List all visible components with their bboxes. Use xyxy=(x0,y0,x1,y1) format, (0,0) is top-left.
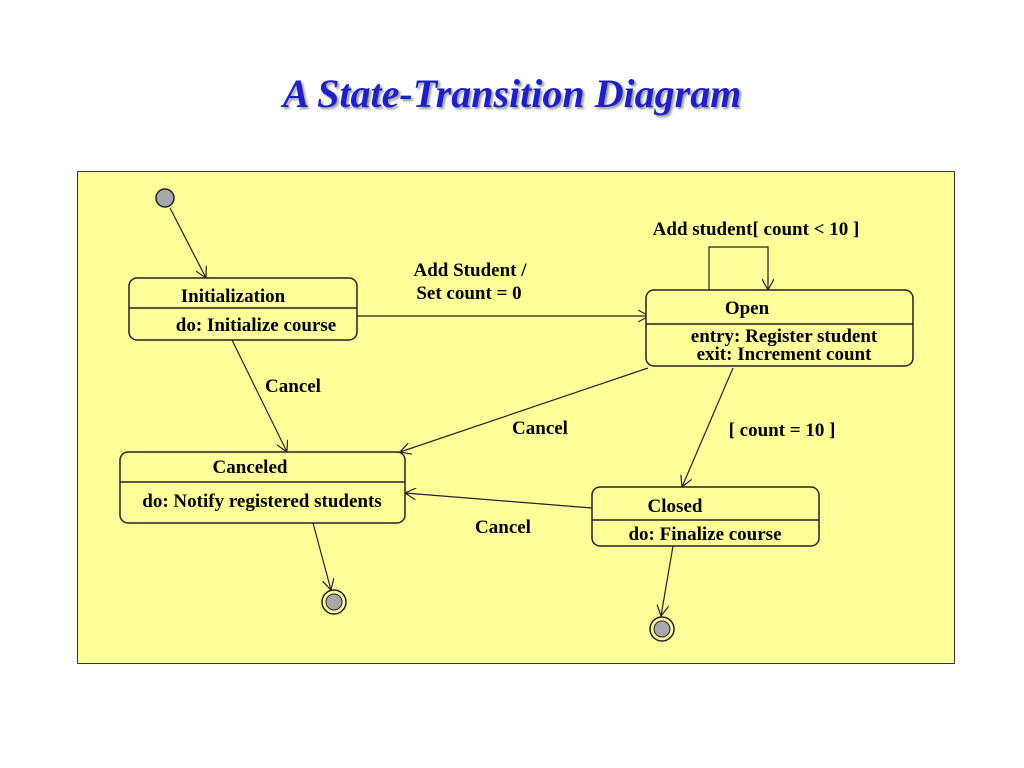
page-title: A State-Transition Diagram xyxy=(282,71,742,116)
label-self-loop: Add student[ count < 10 ] xyxy=(653,219,860,240)
state-canceled-activity: do: Notify registered students xyxy=(142,491,381,512)
edge-closed-to-canceled xyxy=(405,493,593,509)
state-closed-name: Closed xyxy=(648,496,703,517)
state-open-exit: exit: Increment count xyxy=(697,344,873,365)
state-open-entry: entry: Register student xyxy=(691,326,878,347)
edge-canceled-to-final xyxy=(312,522,331,590)
label-add-student-line2: Set count = 0 xyxy=(416,283,521,304)
state-canceled: Canceled do: Notify registered students xyxy=(119,451,406,524)
edge-initial-to-initialization xyxy=(169,207,206,278)
label-cancel-from-open: Cancel xyxy=(512,418,568,439)
final-state-canceled xyxy=(321,589,347,615)
state-open: Open entry: Register student exit: Incre… xyxy=(645,289,914,367)
label-cancel-from-closed: Cancel xyxy=(475,517,531,538)
label-add-student-line1: Add Student / xyxy=(414,260,528,281)
edge-closed-to-final xyxy=(661,545,674,616)
state-canceled-name: Canceled xyxy=(213,457,288,478)
state-closed: Closed do: Finalize course xyxy=(591,486,820,547)
edge-open-to-canceled xyxy=(400,367,649,452)
edge-open-to-closed xyxy=(682,367,734,487)
state-closed-activity: do: Finalize course xyxy=(628,524,781,545)
state-initialization-name: Initialization xyxy=(181,286,286,307)
state-open-name: Open xyxy=(725,298,770,319)
state-initialization: Initialization do: Initialize course xyxy=(128,277,358,341)
final-state-closed xyxy=(649,616,675,642)
label-cancel-from-init: Cancel xyxy=(265,376,321,397)
label-count-guard: [ count = 10 ] xyxy=(729,420,836,441)
edge-initialization-to-canceled xyxy=(231,339,287,452)
initial-state-node xyxy=(155,188,175,208)
edge-open-self-loop xyxy=(708,246,768,290)
state-initialization-activity: do: Initialize course xyxy=(176,315,336,336)
diagram-panel xyxy=(77,171,955,664)
